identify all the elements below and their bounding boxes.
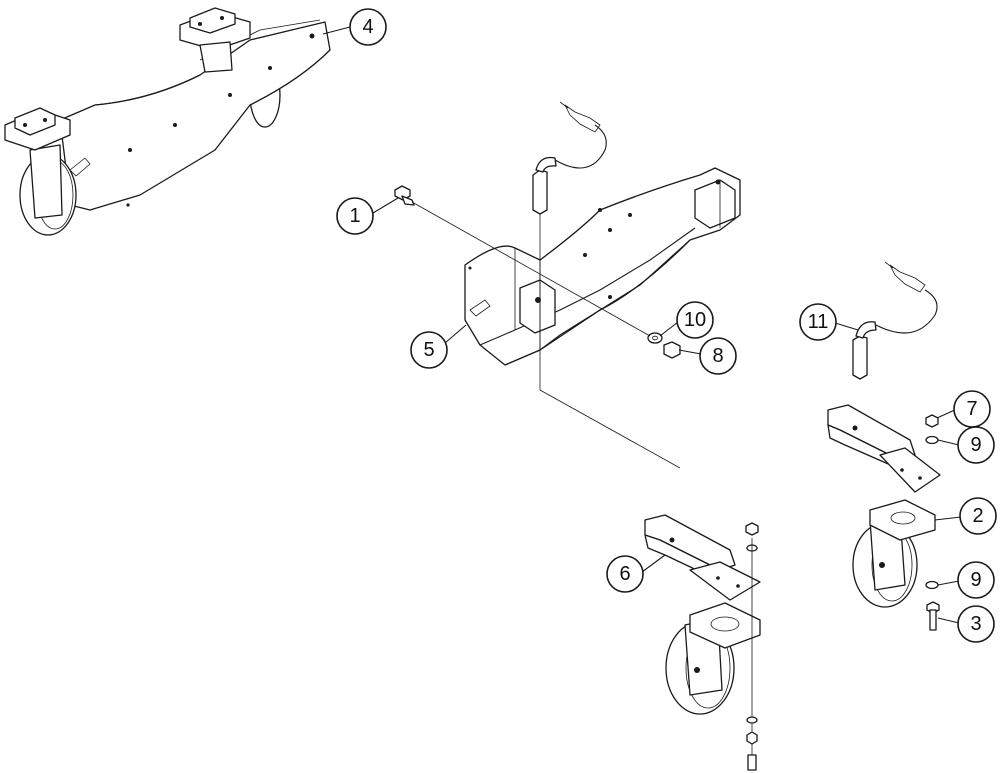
mounting-bracket-left bbox=[644, 514, 761, 601]
callout-label: 10 bbox=[684, 309, 706, 331]
callout-label: 4 bbox=[362, 16, 373, 38]
callout-label: 2 bbox=[972, 505, 983, 527]
callout-7: 7 bbox=[953, 390, 991, 428]
callout-label: 6 bbox=[619, 563, 630, 585]
caster-wheel-right bbox=[852, 499, 936, 608]
callout-3: 3 bbox=[957, 605, 995, 643]
leader-lines bbox=[322, 26, 962, 624]
mounting-bracket-right bbox=[827, 404, 941, 493]
assembled-frame bbox=[4, 7, 331, 236]
callout-8: 8 bbox=[699, 337, 737, 375]
washer-and-nut bbox=[647, 332, 681, 359]
callout-label: 7 bbox=[966, 398, 977, 420]
callout-6: 6 bbox=[606, 555, 644, 593]
callout-5: 5 bbox=[410, 331, 448, 369]
callout-9-upper: 9 bbox=[957, 426, 995, 464]
callout-label: 11 bbox=[808, 311, 829, 333]
pin-with-lanyard-center bbox=[532, 101, 607, 215]
callout-label: 3 bbox=[970, 613, 981, 635]
callout-1: 1 bbox=[336, 197, 374, 235]
callout-4: 4 bbox=[349, 8, 387, 46]
callout-2: 2 bbox=[959, 497, 997, 535]
assembly-lines bbox=[411, 201, 681, 469]
caster-wheel-left bbox=[665, 602, 761, 715]
callout-11: 11 bbox=[799, 303, 837, 341]
callout-label: 9 bbox=[970, 434, 981, 456]
callout-9-lower: 9 bbox=[957, 561, 995, 599]
hardware-stack-left bbox=[745, 522, 759, 771]
callout-label: 1 bbox=[349, 205, 360, 227]
bolt bbox=[394, 185, 415, 206]
callout-label: 5 bbox=[423, 339, 434, 361]
callout-10: 10 bbox=[676, 301, 714, 339]
callout-label: 8 bbox=[712, 345, 723, 367]
pin-with-lanyard-right bbox=[852, 261, 938, 380]
nut-and-washer-right bbox=[925, 414, 939, 445]
callout-label: 9 bbox=[970, 569, 981, 591]
washer-and-bolt-right bbox=[925, 580, 940, 631]
